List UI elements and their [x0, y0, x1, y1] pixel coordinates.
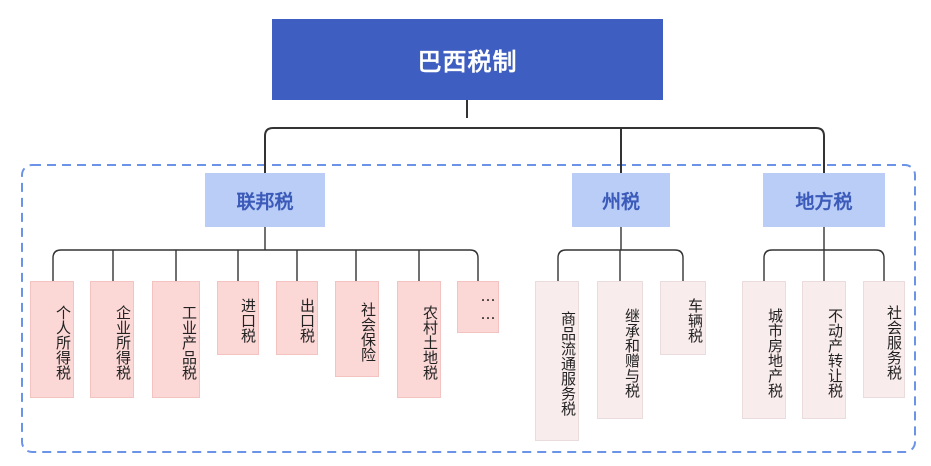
leaf-federal-2: 企业所得税: [90, 281, 134, 398]
category-local-label: 地方税: [795, 190, 853, 213]
leaf-local-1: 城市房地产税: [742, 281, 786, 419]
leaf-federal-5: 出口税: [276, 281, 318, 355]
category-state-label: 州税: [601, 190, 640, 213]
leaf-state-1: 商品流通服务税: [535, 281, 579, 441]
category-federal-label: 联邦税: [236, 190, 294, 213]
category-local: 地方税: [763, 173, 885, 227]
root-node: 巴西税制: [272, 19, 663, 100]
leaf-federal-4: 进口税: [217, 281, 259, 355]
leaf-local-3: 社会服务税: [863, 281, 905, 398]
leaf-federal-3: 工业产品税: [152, 281, 200, 398]
leaf-state-3: 车辆税: [660, 281, 706, 355]
leaf-federal-1: 个人所得税: [30, 281, 74, 398]
leaf-local-2: 不动产转让税: [802, 281, 846, 419]
local-connectors: [763, 227, 885, 281]
group-frame: [21, 164, 916, 453]
category-federal: 联邦税: [205, 173, 325, 227]
leaf-federal-7: 农村土地税: [397, 281, 441, 398]
state-connectors: [557, 227, 684, 281]
leaf-federal-more: ……: [457, 281, 499, 333]
federal-connectors: [52, 227, 479, 281]
category-state: 州税: [572, 173, 670, 227]
root-connectors: [264, 100, 825, 173]
leaf-state-2: 继承和赠与税: [597, 281, 643, 419]
leaf-federal-6: 社会保险: [335, 281, 379, 377]
root-label: 巴西税制: [417, 48, 518, 76]
